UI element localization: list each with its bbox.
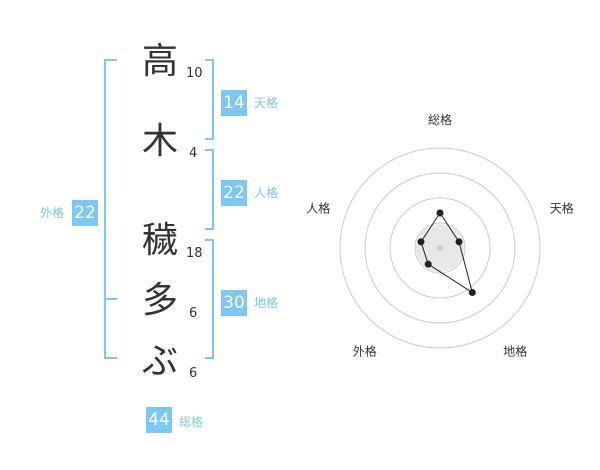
name-char-1-strokes: 10 bbox=[186, 66, 203, 81]
radar-axis-label-5: 人格 bbox=[306, 200, 330, 215]
tenkaku-badge: 14 bbox=[221, 90, 247, 116]
name-char-5: ぶ bbox=[141, 341, 178, 382]
tenkaku-label: 天格 bbox=[254, 96, 279, 110]
chikaku-badge: 30 bbox=[221, 290, 247, 316]
radar-axis-label-1: 総格 bbox=[428, 112, 452, 127]
name-char-4-strokes: 6 bbox=[189, 306, 198, 321]
radar-point-1 bbox=[436, 209, 444, 217]
name-char-5-strokes: 6 bbox=[189, 366, 198, 381]
radar-point-2 bbox=[455, 238, 463, 246]
radar-ring-2 bbox=[389, 197, 491, 299]
gaikaku-label: 外格 bbox=[40, 206, 65, 220]
chikaku-label: 地格 bbox=[254, 296, 279, 310]
name-char-3-strokes: 18 bbox=[186, 246, 203, 261]
radar-ring-3 bbox=[364, 172, 516, 324]
radar-point-3 bbox=[468, 288, 476, 296]
radar-axis-label-4: 外格 bbox=[353, 344, 377, 359]
soukaku-label: 総格 bbox=[179, 415, 204, 429]
jinkaku-label: 人格 bbox=[254, 186, 279, 200]
jinkaku-badge: 22 bbox=[221, 180, 247, 206]
radar-center-dot bbox=[437, 245, 443, 251]
name-char-2-strokes: 4 bbox=[189, 146, 198, 161]
name-char-2: 木 bbox=[141, 121, 178, 162]
radar-point-5 bbox=[417, 238, 425, 246]
radar-ring-4 bbox=[339, 147, 541, 349]
radar-axis-label-3: 地格 bbox=[503, 344, 527, 359]
gaikaku-badge: 22 bbox=[72, 200, 98, 226]
soukaku-badge: 44 bbox=[146, 407, 172, 433]
radar-point-4 bbox=[424, 260, 432, 268]
name-char-1: 高 bbox=[141, 41, 178, 82]
name-char-3: 穢 bbox=[141, 220, 178, 261]
radar-ring-1 bbox=[414, 222, 466, 274]
radar-series-line bbox=[420, 212, 474, 294]
name-char-4: 多 bbox=[141, 280, 178, 321]
radar-axis-label-2: 天格 bbox=[550, 200, 574, 215]
